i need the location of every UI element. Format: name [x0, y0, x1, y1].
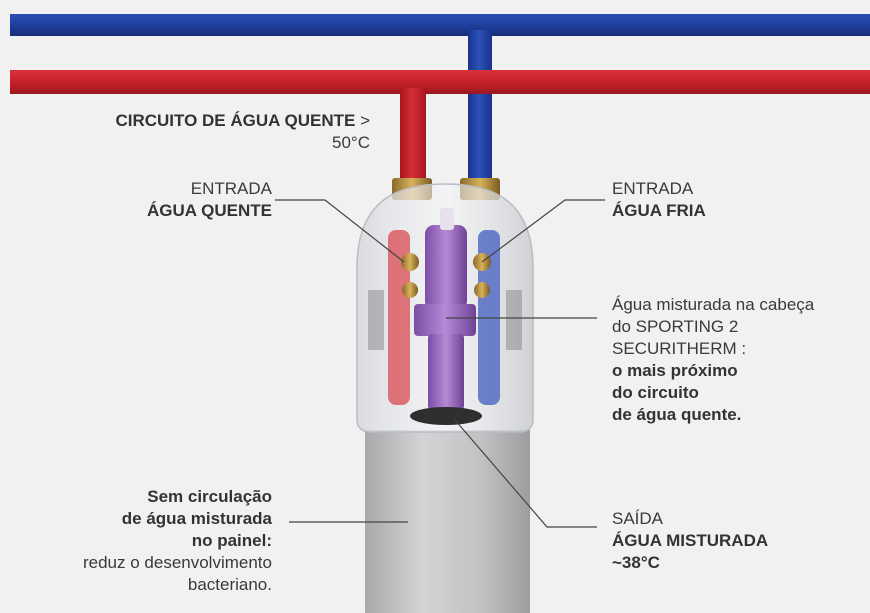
outlet-label: SAÍDA ÁGUA MISTURADA ~38°C: [612, 508, 852, 574]
hot-circuit-title: CIRCUITO DE ÁGUA QUENTE: [115, 111, 356, 130]
hot-circuit-temp: 50°C: [332, 133, 370, 152]
mix-head-line6: de água quente.: [612, 405, 742, 424]
cold-water-main-pipe: [10, 14, 870, 36]
no-circulation-line1: Sem circulação: [147, 487, 272, 506]
mix-head-line1: Água misturada na cabeça: [612, 295, 815, 314]
hot-inlet-line1: ENTRADA: [190, 179, 272, 198]
hot-circuit-label: CIRCUITO DE ÁGUA QUENTE > 50°C: [40, 110, 370, 154]
cartridge-tip: [440, 208, 454, 230]
leader-outlet: [454, 419, 597, 528]
no-circulation-line4: reduz o desenvolvimento: [82, 553, 272, 572]
mixing-cartridge-collar: [414, 304, 476, 336]
left-brass-knob: [401, 253, 419, 271]
cold-inlet-line1: ENTRADA: [612, 179, 694, 198]
hot-inlet-line2: ÁGUA QUENTE: [147, 201, 272, 220]
outlet-seal-ring: [410, 407, 482, 425]
cold-water-riser: [468, 30, 492, 190]
hot-water-riser: [400, 88, 426, 188]
hot-internal-channel: [388, 230, 410, 405]
right-internal-part: [506, 290, 522, 350]
left-brass-knob-lower: [402, 282, 418, 298]
no-circulation-label: Sem circulação de água misturada no pain…: [20, 486, 272, 596]
no-circulation-line3: no painel:: [191, 531, 272, 550]
mix-head-line3: SECURITHERM :: [612, 339, 747, 358]
cold-inlet-label: ENTRADA ÁGUA FRIA: [612, 178, 842, 222]
left-internal-part: [368, 290, 384, 350]
mix-head-line5: do circuito: [612, 383, 699, 402]
mixing-cartridge-stem: [428, 334, 464, 410]
outlet-line3: ~38°C: [612, 553, 660, 572]
leader-hot-inlet: [275, 199, 405, 263]
mix-head-label: Água misturada na cabeça do SPORTING 2 S…: [612, 294, 867, 426]
outlet-line1: SAÍDA: [612, 509, 664, 528]
mix-head-line2: do SPORTING 2: [612, 317, 739, 336]
no-circulation-line2: de água misturada: [121, 509, 272, 528]
leader-cold-inlet: [481, 199, 605, 263]
hot-circuit-suffix: >: [355, 111, 370, 130]
outlet-line2: ÁGUA MISTURADA: [612, 531, 769, 550]
no-circulation-line5: bacteriano.: [187, 575, 272, 594]
cold-inlet-line2: ÁGUA FRIA: [612, 201, 706, 220]
mixing-cartridge-top: [425, 225, 467, 310]
right-brass-knob-lower: [474, 282, 490, 298]
hot-inlet-label: ENTRADA ÁGUA QUENTE: [60, 178, 272, 222]
mix-head-line4: o mais próximo: [612, 361, 738, 380]
hot-water-main-pipe: [10, 70, 870, 94]
